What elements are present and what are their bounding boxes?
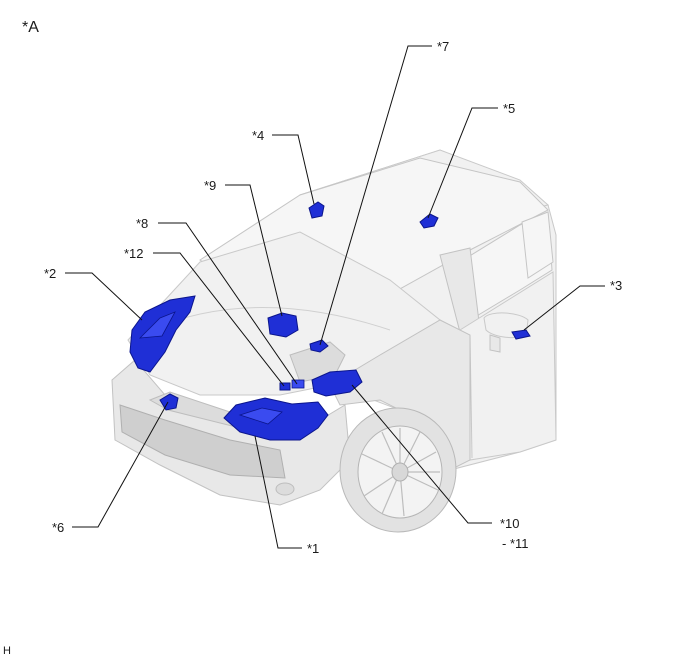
part-10-11-unit (311, 369, 363, 397)
part-7-connector (309, 339, 329, 353)
fog-lamp (275, 482, 295, 496)
callout-6: *6 (52, 520, 64, 535)
figure-code: H (3, 645, 11, 657)
leader-10 (351, 384, 492, 524)
leader-8 (158, 222, 298, 385)
leader-6 (72, 401, 169, 528)
part-3-mirror-lamp (511, 329, 531, 340)
callout-12: *12 (124, 246, 144, 261)
part-1-headlamp (223, 397, 329, 441)
leader-7 (319, 45, 432, 346)
part-12-sensor (279, 382, 291, 391)
callout-7: *7 (437, 39, 449, 54)
callout-8: *8 (136, 216, 148, 231)
part-8-bracket (291, 379, 305, 389)
callout-2: *2 (44, 266, 56, 281)
side-window-rear (521, 211, 554, 279)
leader-2 (65, 272, 143, 321)
callout-3: *3 (610, 278, 622, 293)
part-9-actuator (267, 312, 299, 338)
vehicle-illustration (111, 149, 557, 533)
highlighted-parts (129, 201, 531, 441)
view-label: *A (22, 19, 39, 36)
leader-4 (272, 134, 315, 205)
leader-5 (427, 107, 498, 219)
leader-lines (65, 45, 605, 549)
callout-10: *10 (500, 516, 520, 531)
callout-9: *9 (204, 178, 216, 193)
leader-1 (254, 435, 302, 549)
callout-11: - *11 (502, 536, 529, 551)
part-4-sensor (308, 201, 325, 219)
part-5-sensor (419, 213, 439, 229)
callout-5: *5 (503, 101, 515, 116)
leader-9 (225, 184, 283, 317)
leader-12 (153, 252, 285, 387)
callout-4: *4 (252, 128, 264, 143)
leader-3 (523, 285, 605, 331)
callout-1: *1 (307, 541, 319, 556)
callout-labels: *A *1 *2 *3 *4 *5 *6 *7 *8 *9 *10 - *11 … (3, 19, 622, 657)
lower-grille (119, 404, 286, 479)
